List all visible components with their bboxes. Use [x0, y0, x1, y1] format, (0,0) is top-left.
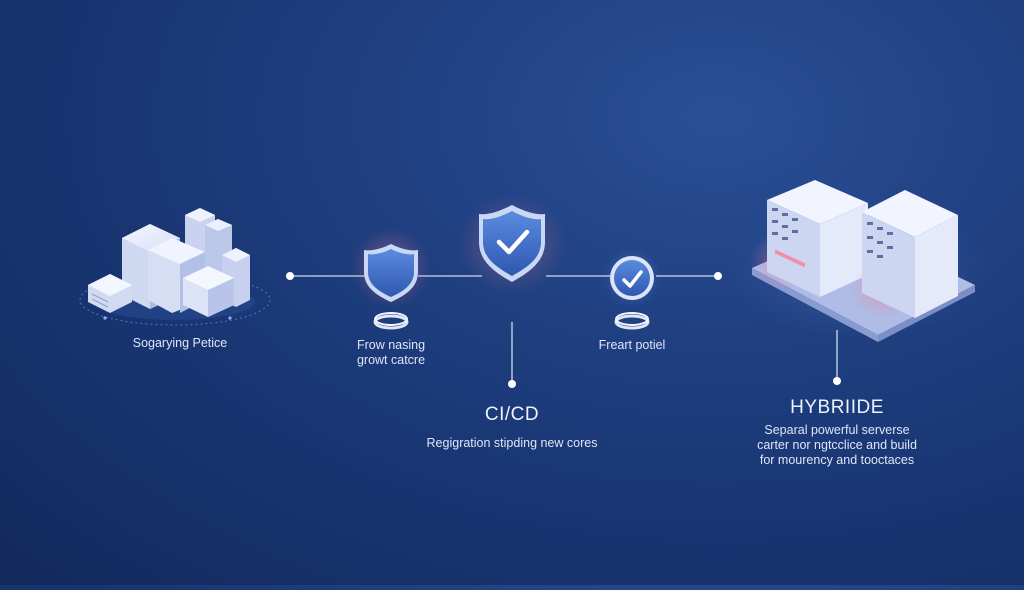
center-subtitle: Regigration stipding new cores: [426, 436, 598, 450]
center-title: CI/CD: [484, 404, 540, 425]
ring-token-icon: [614, 312, 650, 330]
right-description-line-1: Separal powerful serverse: [764, 423, 910, 437]
right-description-line-2: carter nor ngtcclice and build: [757, 438, 917, 452]
right-description: Separal powerful serverse carter nor ngt…: [727, 423, 947, 468]
shield3-label: Freart potiel: [598, 338, 666, 352]
server-drop-node: [833, 377, 841, 385]
center-drop-node: [508, 380, 516, 388]
right-description-line-3: for mourency and tooctaces: [759, 453, 915, 467]
shield-icon: [351, 228, 431, 308]
connector-node-end: [714, 272, 722, 280]
left-label: Sogarying Petice: [132, 336, 228, 350]
ring-token-icon: [373, 312, 409, 330]
server-rack-icon: [730, 180, 990, 342]
connector-node-start: [286, 272, 294, 280]
shield1-label-line-2: growt catcre: [356, 353, 426, 367]
data-center-blocks-icon: [79, 208, 271, 326]
shield1-label-line-1: Frow nasing: [356, 338, 426, 352]
check-badge-icon: [602, 248, 662, 308]
right-title: HYBRIIDE: [790, 397, 884, 418]
shield1-label: Frow nasing growt catcre: [331, 338, 451, 368]
shield-check-icon: [457, 195, 567, 295]
